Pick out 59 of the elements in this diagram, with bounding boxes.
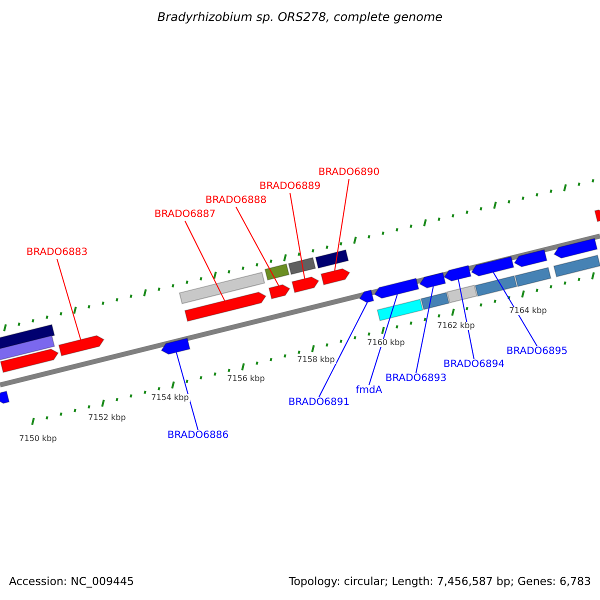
leader-line <box>368 294 398 386</box>
scale-label: 7156 kbp <box>226 375 266 383</box>
gene-feature <box>320 268 350 286</box>
leader-line <box>492 272 538 346</box>
gene-label: BRADO6883 <box>26 248 88 258</box>
gene-label: BRADO6890 <box>318 168 380 178</box>
gene-feature <box>268 284 290 300</box>
diagram-title: Bradyrhizobium sp. ORS278, complete genome <box>157 11 443 23</box>
leader-line <box>176 352 198 430</box>
gene-label: fmdA <box>356 386 382 396</box>
gene-feature <box>470 256 514 276</box>
gene-feature <box>514 249 548 268</box>
gene-bar <box>264 263 290 281</box>
gene-bar <box>288 257 316 275</box>
gene-bar <box>0 335 56 361</box>
leader-line <box>236 206 280 286</box>
gene-label: BRADO6888 <box>205 196 267 206</box>
gene-feature <box>358 289 374 303</box>
scale-label: 7154 kbp <box>150 394 190 402</box>
gene-bar <box>420 292 450 310</box>
leader-line <box>56 258 82 340</box>
gene-feature <box>0 348 59 373</box>
gene-feature <box>58 335 105 356</box>
gene-feature <box>160 338 191 355</box>
gene-label: BRADO6886 <box>167 431 229 441</box>
gene-bar <box>376 298 424 322</box>
gene-bar <box>446 284 478 304</box>
scale-label: 7160 kbp <box>366 339 406 347</box>
gene-feature <box>291 276 320 294</box>
gene-feature <box>444 264 472 282</box>
leader-line <box>318 302 368 398</box>
gene-label: BRADO6894 <box>443 360 505 370</box>
scale-label: 7150 kbp <box>18 435 58 443</box>
gene-bar <box>514 266 552 288</box>
gene-label: BRADO6887 <box>154 210 216 220</box>
scale-label: 7158 kbp <box>296 356 336 364</box>
gene-feature <box>0 390 10 404</box>
footer-text: Topology: circular; Length: 7,456,587 bp; Genes: 6,783 <box>288 576 591 587</box>
gene-bar <box>553 254 600 278</box>
gene-bar <box>315 249 349 269</box>
gene-feature <box>594 209 600 222</box>
leader-line <box>334 178 350 272</box>
leader-line <box>458 278 474 360</box>
gene-label: BRADO6889 <box>259 182 321 192</box>
leader-line <box>416 286 434 374</box>
scale-label: 7164 kbp <box>508 307 548 315</box>
gene-feature <box>553 238 598 259</box>
gene-feature <box>184 292 266 322</box>
gene-label: BRADO6895 <box>506 347 568 357</box>
gene-feature <box>419 272 446 288</box>
gene-label: BRADO6893 <box>385 374 447 384</box>
gene-label: BRADO6891 <box>288 398 350 408</box>
leader-line <box>290 192 306 280</box>
scale-label: 7152 kbp <box>87 414 127 422</box>
footer-text: Accession: NC_009445 <box>9 576 134 587</box>
gene-bar <box>474 275 518 297</box>
gene-bar <box>0 324 56 350</box>
scale-label: 7162 kbp <box>436 322 476 330</box>
gene-bar <box>178 272 266 304</box>
